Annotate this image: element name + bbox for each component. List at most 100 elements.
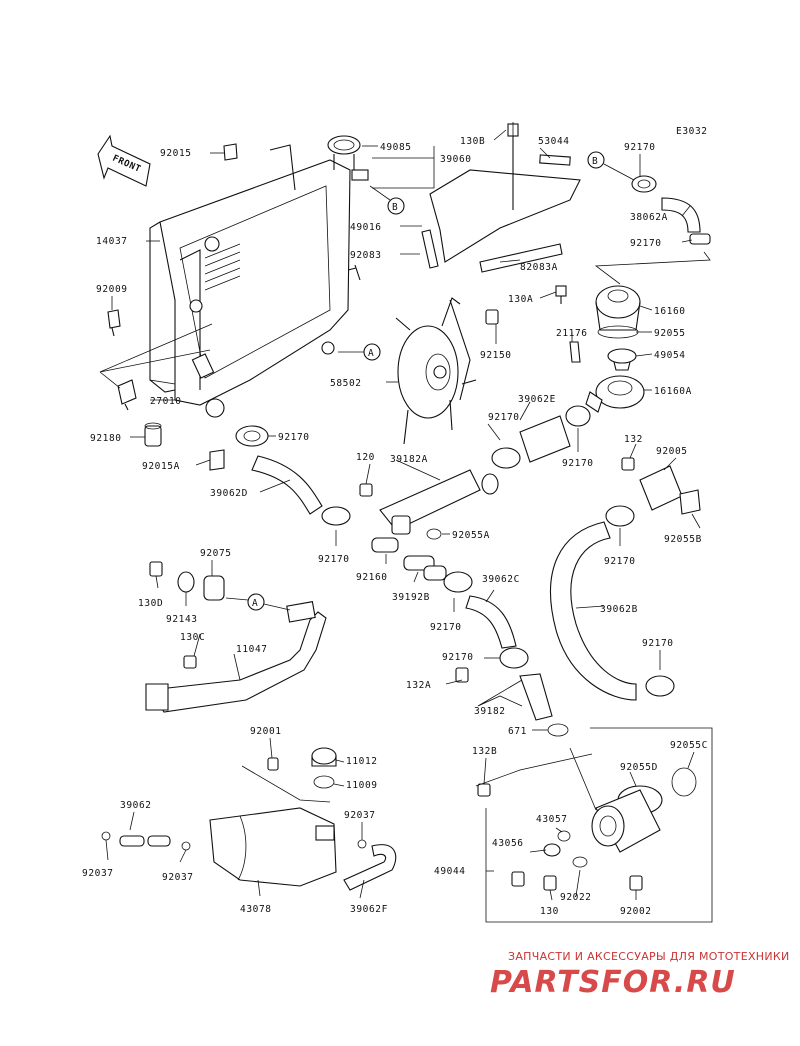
oring-671 [547, 723, 569, 737]
svg-text:A: A [252, 598, 258, 609]
label-92150: 92150 [480, 350, 512, 361]
clip-92037-left [101, 831, 111, 841]
bolt-130C [183, 655, 197, 669]
clamp-92170-e2 [565, 405, 591, 427]
label-39062E: 39062E [518, 394, 556, 405]
damper-92075 [203, 575, 225, 601]
label-39062F: 39062F [350, 904, 388, 915]
label-130B: 130B [460, 136, 485, 147]
label-92037-mid: 92037 [162, 872, 194, 883]
label-43057: 43057 [536, 814, 568, 825]
label-92083: 92083 [350, 250, 382, 261]
clip-92015 [223, 143, 238, 161]
collar-92143 [177, 571, 195, 593]
label-53044: 53044 [538, 136, 570, 147]
ref-b-thermo: B [587, 151, 635, 181]
label-39062B: 39062B [600, 604, 638, 615]
label-92015: 92015 [160, 148, 192, 159]
label-92170-i: 92170 [642, 638, 674, 649]
label-39062: 39062 [120, 800, 152, 811]
bolt-120 [359, 483, 373, 497]
label-92015A: 92015A [142, 461, 180, 472]
ref-a-radiator: A [338, 343, 381, 361]
label-130A: 130A [508, 294, 533, 305]
fan-switch-27010 [117, 379, 137, 411]
watermark-logo: PARTSFOR.RU [490, 965, 736, 1000]
bolt-132 [621, 457, 635, 471]
label-92055C: 92055C [670, 740, 708, 751]
clamp-92170-small [689, 233, 711, 245]
washer-92022 [572, 856, 588, 868]
label-43056: 43056 [492, 838, 524, 849]
oring-92055C [671, 767, 697, 797]
bolt-132A [455, 667, 469, 683]
label-130D: 130D [138, 598, 163, 609]
clamp-92170-lower [321, 506, 351, 526]
fan-58502 [395, 297, 477, 445]
pump-box-frame [485, 727, 713, 923]
oring-92055 [597, 325, 639, 339]
bolt-130-pump [511, 871, 557, 891]
label-92005: 92005 [656, 446, 688, 457]
label-49085: 49085 [380, 142, 412, 153]
label-92170-g: 92170 [430, 622, 462, 633]
label-92170-b: 92170 [630, 238, 662, 249]
label-39182: 39182 [474, 706, 506, 717]
seal-92083 [421, 229, 439, 269]
hose-39062 [119, 835, 171, 847]
joint-92160 [371, 537, 399, 553]
label-92075: 92075 [200, 548, 232, 559]
label-27010: 27010 [150, 396, 182, 407]
label-92002: 92002 [620, 906, 652, 917]
hose-39062B [549, 521, 637, 701]
label-92170-e2: 92170 [562, 458, 594, 469]
cap-92180 [144, 422, 162, 447]
label-92009: 92009 [96, 284, 128, 295]
svg-text:A: A [368, 348, 374, 359]
cap-11012 [311, 747, 337, 767]
label-130: 130 [540, 906, 559, 917]
clamp-92170-i [645, 675, 675, 697]
pipe-39192B [403, 555, 447, 581]
water-pump-92055D [591, 785, 663, 853]
label-21176: 21176 [556, 328, 588, 339]
radiator-14037 [149, 144, 369, 418]
hose-39062E [519, 415, 571, 463]
bolt-130A [555, 285, 567, 304]
bolt-92009 [107, 309, 121, 337]
label-92055: 92055 [654, 328, 686, 339]
label-92180: 92180 [90, 433, 122, 444]
label-92170-d: 92170 [318, 554, 350, 565]
clamp-92170-e [491, 447, 521, 469]
label-130C: 130C [180, 632, 205, 643]
leader-lines [99, 122, 711, 901]
svg-text:B: B [392, 202, 398, 213]
label-11047: 11047 [236, 644, 268, 655]
label-39062C: 39062C [482, 574, 520, 585]
label-671: 671 [508, 726, 527, 737]
label-92170-f: 92170 [604, 556, 636, 567]
clamp-92170-h [499, 647, 529, 669]
bolt-130D [149, 561, 163, 577]
clamp-92170-mid [235, 425, 269, 447]
washer-43056 [543, 843, 561, 857]
bracket-11047 [145, 601, 327, 713]
hose-39062F [343, 844, 397, 891]
label-92143: 92143 [166, 614, 198, 625]
label-11009: 11009 [346, 780, 378, 791]
label-92037-left: 92037 [82, 868, 114, 879]
label-49044: 49044 [434, 866, 466, 877]
hose-39062D [251, 455, 323, 515]
diagram-code: E3032 [676, 126, 708, 137]
clip-92015A [209, 449, 225, 471]
label-92055B: 92055B [664, 534, 702, 545]
label-58502: 58502 [330, 378, 362, 389]
label-132B: 132B [472, 746, 497, 757]
bolt-92001 [267, 757, 279, 771]
label-92037-right: 92037 [344, 810, 376, 821]
label-11012: 11012 [346, 756, 378, 767]
label-39060: 39060 [440, 154, 472, 165]
cover-16160 [595, 285, 641, 331]
